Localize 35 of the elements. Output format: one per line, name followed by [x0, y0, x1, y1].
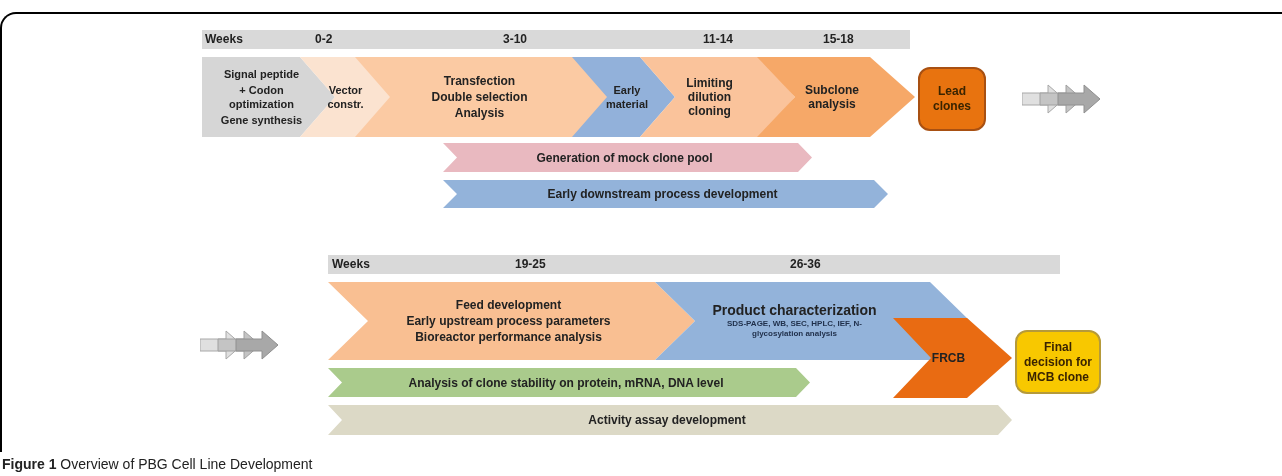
step-label: Weeks: [205, 31, 243, 48]
step-label: Bioreactor performance analysis: [415, 330, 602, 344]
step-label: Double selection: [431, 90, 528, 104]
milestone-box: [918, 67, 986, 131]
step-label: Weeks: [332, 256, 370, 273]
decision-box: [1015, 330, 1101, 394]
step-label: Generation of mock clone pool: [536, 150, 713, 165]
step-label: Vector constr.: [327, 83, 364, 111]
step-label: Early downstream process development: [547, 187, 778, 201]
timeline-bar: [328, 255, 1060, 274]
step-label: 15-18: [823, 31, 854, 48]
step-label: 26-36: [790, 256, 821, 273]
step-label: 11-14: [703, 31, 734, 48]
step-label: Early material: [604, 83, 650, 111]
step-label: + Codon optimization: [228, 83, 295, 111]
step-label: Final decision for MCB clone: [1023, 339, 1093, 385]
step-label: Feed development: [455, 298, 562, 312]
step-label: Analysis of clone stability on protein, mRNA, DNA level: [408, 375, 724, 390]
step-label: Activity assay development: [588, 413, 746, 427]
timeline-bar: [202, 30, 910, 49]
step-label: FRCB: [931, 351, 966, 365]
step-label: Subclone analysis: [804, 83, 860, 111]
step-label: 0-2: [315, 31, 333, 48]
step-label: SDS-PAGE, WB, SEC, HPLC, IEF, N-glycosylation analysis: [726, 319, 863, 339]
step-label: Transfection: [443, 74, 516, 88]
step-label: Early upstream process parameters: [406, 314, 611, 328]
step-label: Lead clones: [932, 84, 972, 114]
step-label: 3-10: [503, 31, 528, 48]
figure-caption: Figure 1 Overview of PBG Cell Line Development: [2, 455, 313, 474]
step-label: Signal peptide: [223, 67, 300, 81]
step-label: Gene synthesis: [220, 113, 303, 127]
step-label: Limiting dilution cloning: [685, 76, 734, 118]
step-label: Analysis: [454, 106, 505, 120]
step-label: Product characterization: [712, 303, 877, 317]
step-label: 19-25: [515, 256, 546, 273]
